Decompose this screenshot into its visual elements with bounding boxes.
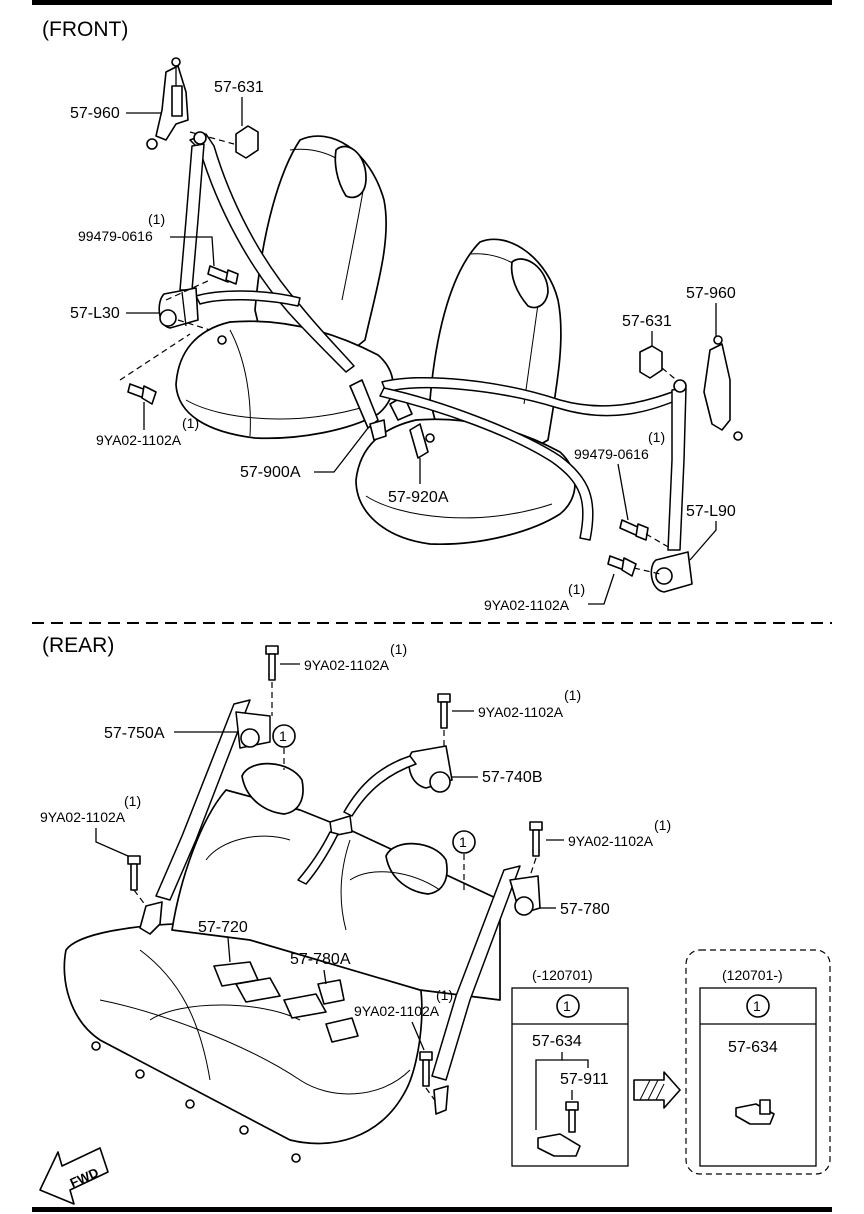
rear-section-title: (REAR)	[42, 634, 114, 657]
label-57-L90: 57-L90	[686, 503, 736, 520]
svg-text:1: 1	[459, 834, 467, 850]
label-9ya02-left: 9YA02-1102A	[96, 432, 182, 448]
front-section-title: (FRONT)	[42, 18, 128, 41]
rear-buckle-57-720	[213, 961, 281, 1003]
qty-9ya02-right: (1)	[568, 581, 585, 597]
right-retractor	[650, 551, 693, 593]
label-57-631-right: 57-631	[622, 313, 672, 330]
inset-right: (120701-) 1 57-634	[685, 949, 831, 1175]
inset-right-part: 57-634	[728, 1039, 778, 1056]
callout-1-center: 1	[452, 830, 476, 854]
label-99479-0616-left: 99479-0616	[78, 228, 153, 244]
top-border	[32, 0, 832, 5]
change-arrow	[633, 1071, 681, 1109]
inset-left-part: 57-634	[532, 1033, 582, 1050]
label-rear-right-top: 9YA02-1102A	[568, 833, 654, 849]
bottom-border	[32, 1207, 832, 1212]
svg-text:1: 1	[753, 998, 761, 1014]
label-rear-top-center: 9YA02-1102A	[478, 704, 564, 720]
right-bolt-9ya02	[607, 555, 637, 577]
svg-text:1: 1	[563, 998, 571, 1014]
label-57-920A: 57-920A	[388, 489, 449, 506]
qty-rear-right-top: (1)	[654, 817, 671, 833]
label-57-720: 57-720	[198, 919, 248, 936]
label-rear-right-bottom: 9YA02-1102A	[354, 1003, 440, 1019]
qty-rear-right-bottom: (1)	[436, 987, 453, 1003]
label-57-780: 57-780	[560, 901, 610, 918]
rear-bolt-top-center	[437, 693, 451, 729]
qty-rear-left: (1)	[124, 793, 141, 809]
right-cover-cap	[639, 345, 663, 379]
right-bolt-99479-0616	[619, 519, 649, 541]
rear-seat-back	[171, 762, 501, 1001]
rear-left-belt	[139, 699, 271, 935]
qty-rear-top-left: (1)	[390, 641, 407, 657]
front-right-seat	[355, 238, 576, 546]
inset-left: (-120701) 1 57-634 57-911	[511, 967, 629, 1167]
fwd-arrow-icon: FWD	[39, 1147, 109, 1205]
inset-right-title: (120701-)	[722, 967, 783, 983]
label-57-L30: 57-L30	[70, 305, 120, 322]
rear-right-retractor	[431, 865, 541, 1115]
rear-bolt-right-top	[529, 821, 543, 857]
label-57-900A: 57-900A	[240, 464, 301, 481]
rear-seat-cushion	[63, 922, 423, 1163]
qty-99479-0616-right: (1)	[648, 429, 665, 445]
label-57-780A: 57-780A	[290, 951, 351, 968]
left-bolt-99479-0616	[207, 265, 239, 285]
svg-text:1: 1	[279, 728, 287, 744]
left-upper-anchor-bracket	[146, 57, 189, 150]
label-rear-left: 9YA02-1102A	[40, 809, 126, 825]
callout-1-left: 1	[272, 724, 296, 748]
label-57-740B: 57-740B	[482, 769, 543, 786]
label-57-960-left: 57-960	[70, 105, 120, 122]
rear-bolt-right-bottom	[419, 1051, 433, 1087]
label-99479-0616-right: 99479-0616	[574, 446, 649, 462]
label-57-750A: 57-750A	[104, 725, 165, 742]
label-57-631-left: 57-631	[214, 79, 264, 96]
qty-9ya02-left: (1)	[182, 415, 199, 431]
right-upper-anchor-bracket	[703, 335, 743, 441]
inset-left-sub: 57-911	[560, 1071, 609, 1088]
rear-center-retractor	[297, 745, 453, 885]
label-57-960-right: 57-960	[686, 285, 736, 302]
right-buckle	[409, 423, 435, 459]
left-bolt-9ya02	[127, 383, 157, 405]
rear-bolt-left	[127, 855, 141, 891]
right-front-belt	[379, 376, 687, 551]
qty-rear-top-center: (1)	[564, 687, 581, 703]
rear-bolt-top-left	[265, 645, 279, 681]
rear-buckle-57-780A	[283, 979, 359, 1043]
label-9ya02-right: 9YA02-1102A	[484, 597, 570, 613]
left-retractor	[158, 287, 199, 329]
inset-left-title: (-120701)	[532, 967, 593, 983]
left-cover-cap	[235, 125, 259, 159]
label-rear-top-left: 9YA02-1102A	[304, 657, 390, 673]
qty-99479-0616-left: (1)	[148, 211, 165, 227]
